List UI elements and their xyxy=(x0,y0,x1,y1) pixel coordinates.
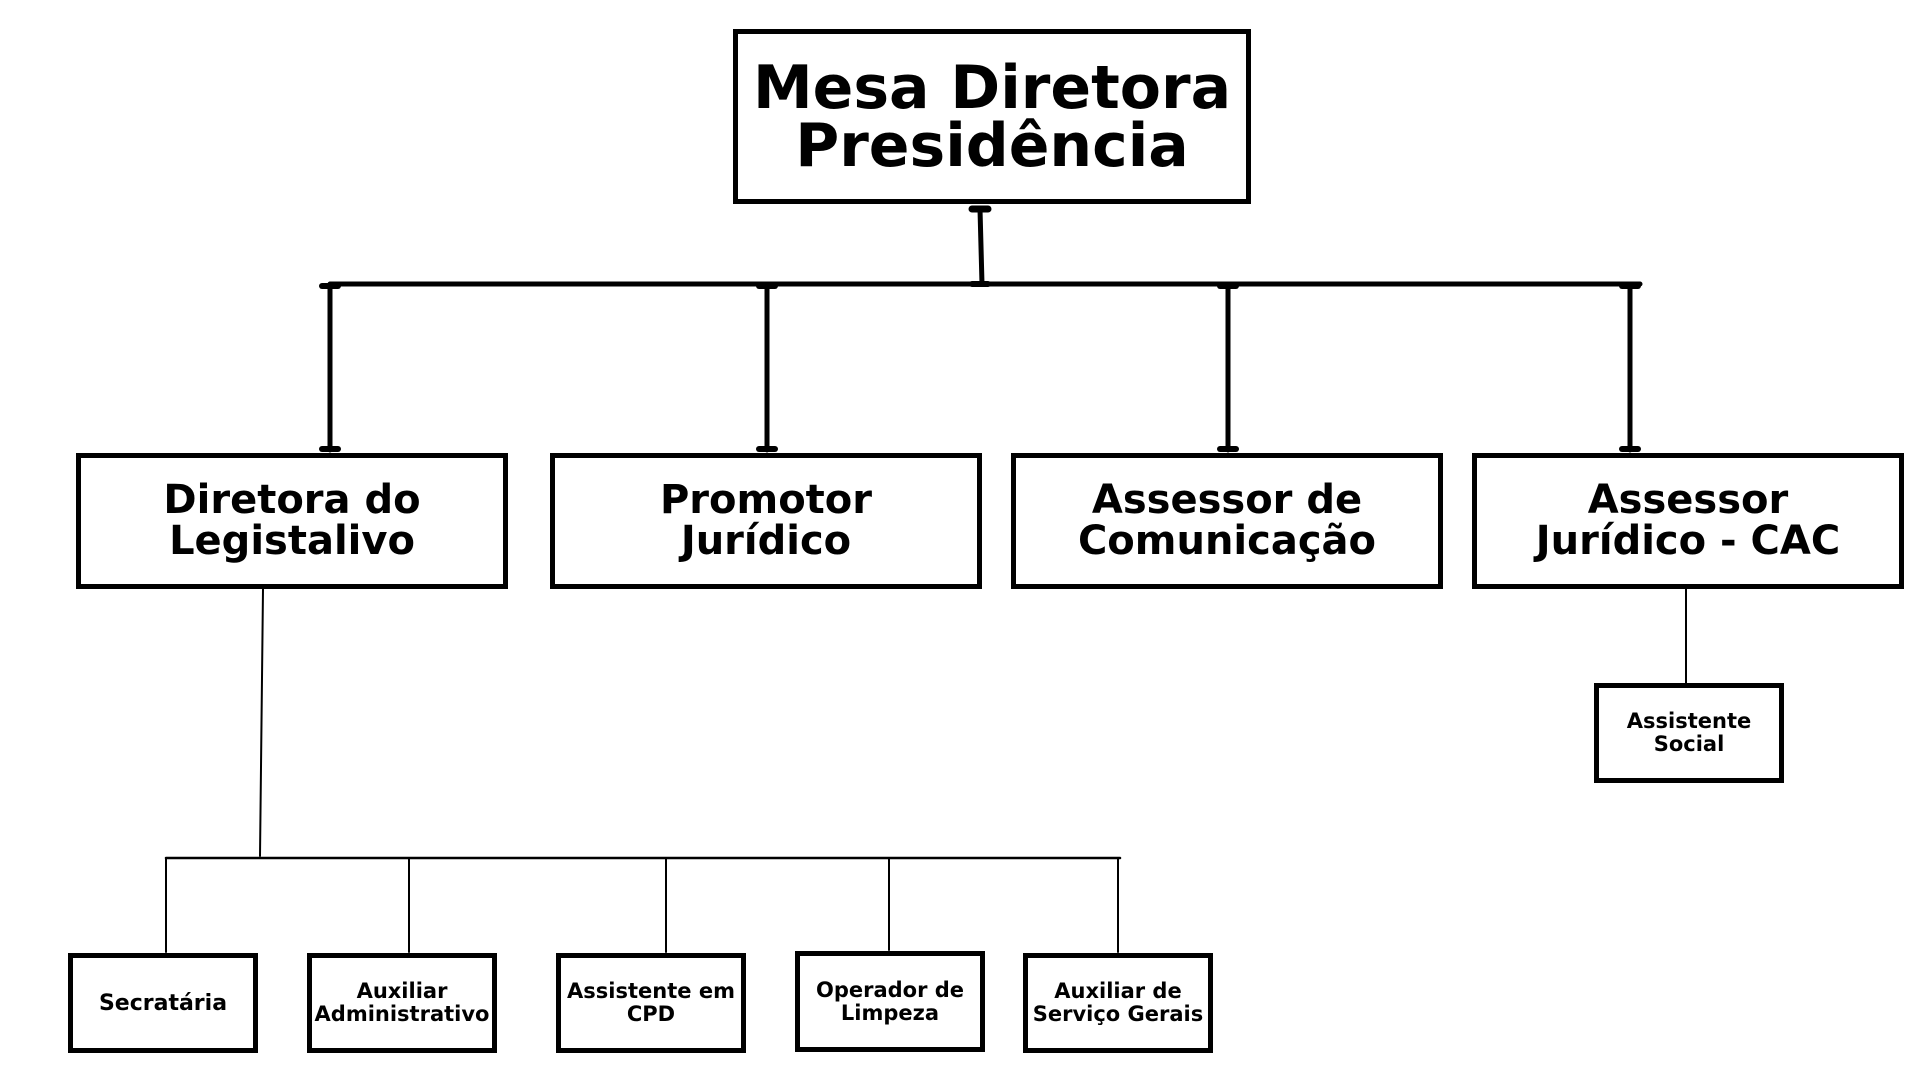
node-assistente-social: Assistente Social xyxy=(1594,683,1784,783)
node-promotor-juridico: Promotor Jurídico xyxy=(550,453,982,589)
node-assessor-comunicacao: Assessor de Comunicação xyxy=(1011,453,1443,589)
node-label: Assistente em CPD xyxy=(567,979,735,1026)
node-label: Assessor de Comunicação xyxy=(1077,477,1377,564)
node-auxiliar-administrativo: Auxiliar Administrativo xyxy=(307,953,497,1053)
connector-legislativo-trunk xyxy=(259,588,264,857)
node-label: Secratária xyxy=(98,990,228,1016)
node-auxiliar-servicos-gerais: Auxiliar de Serviço Gerais xyxy=(1023,953,1213,1053)
node-label: Assistente Social xyxy=(1626,709,1752,756)
node-label: Operador de Limpeza xyxy=(815,977,965,1025)
node-label: Promotor Jurídico xyxy=(659,477,872,564)
node-secretaria: Secratária xyxy=(68,953,258,1053)
node-assistente-cpd: Assistente em CPD xyxy=(556,953,746,1053)
node-label: Auxiliar Administrativo xyxy=(314,979,490,1026)
node-mesa-diretora: Mesa Diretora Presidência xyxy=(733,29,1251,204)
node-label: Assessor Jurídico - CAC xyxy=(1535,477,1841,564)
node-operador-limpeza: Operador de Limpeza xyxy=(795,951,985,1052)
node-assessor-juridico-cac: Assessor Jurídico - CAC xyxy=(1472,453,1904,589)
node-label: Auxiliar de Serviço Gerais xyxy=(1032,979,1204,1026)
node-label: Diretora do Legistalivo xyxy=(163,477,421,564)
node-label: Mesa Diretora Presidência xyxy=(752,52,1232,181)
node-diretora-legislativo: Diretora do Legistalivo xyxy=(76,453,508,589)
connector-top-trunk xyxy=(977,206,985,287)
